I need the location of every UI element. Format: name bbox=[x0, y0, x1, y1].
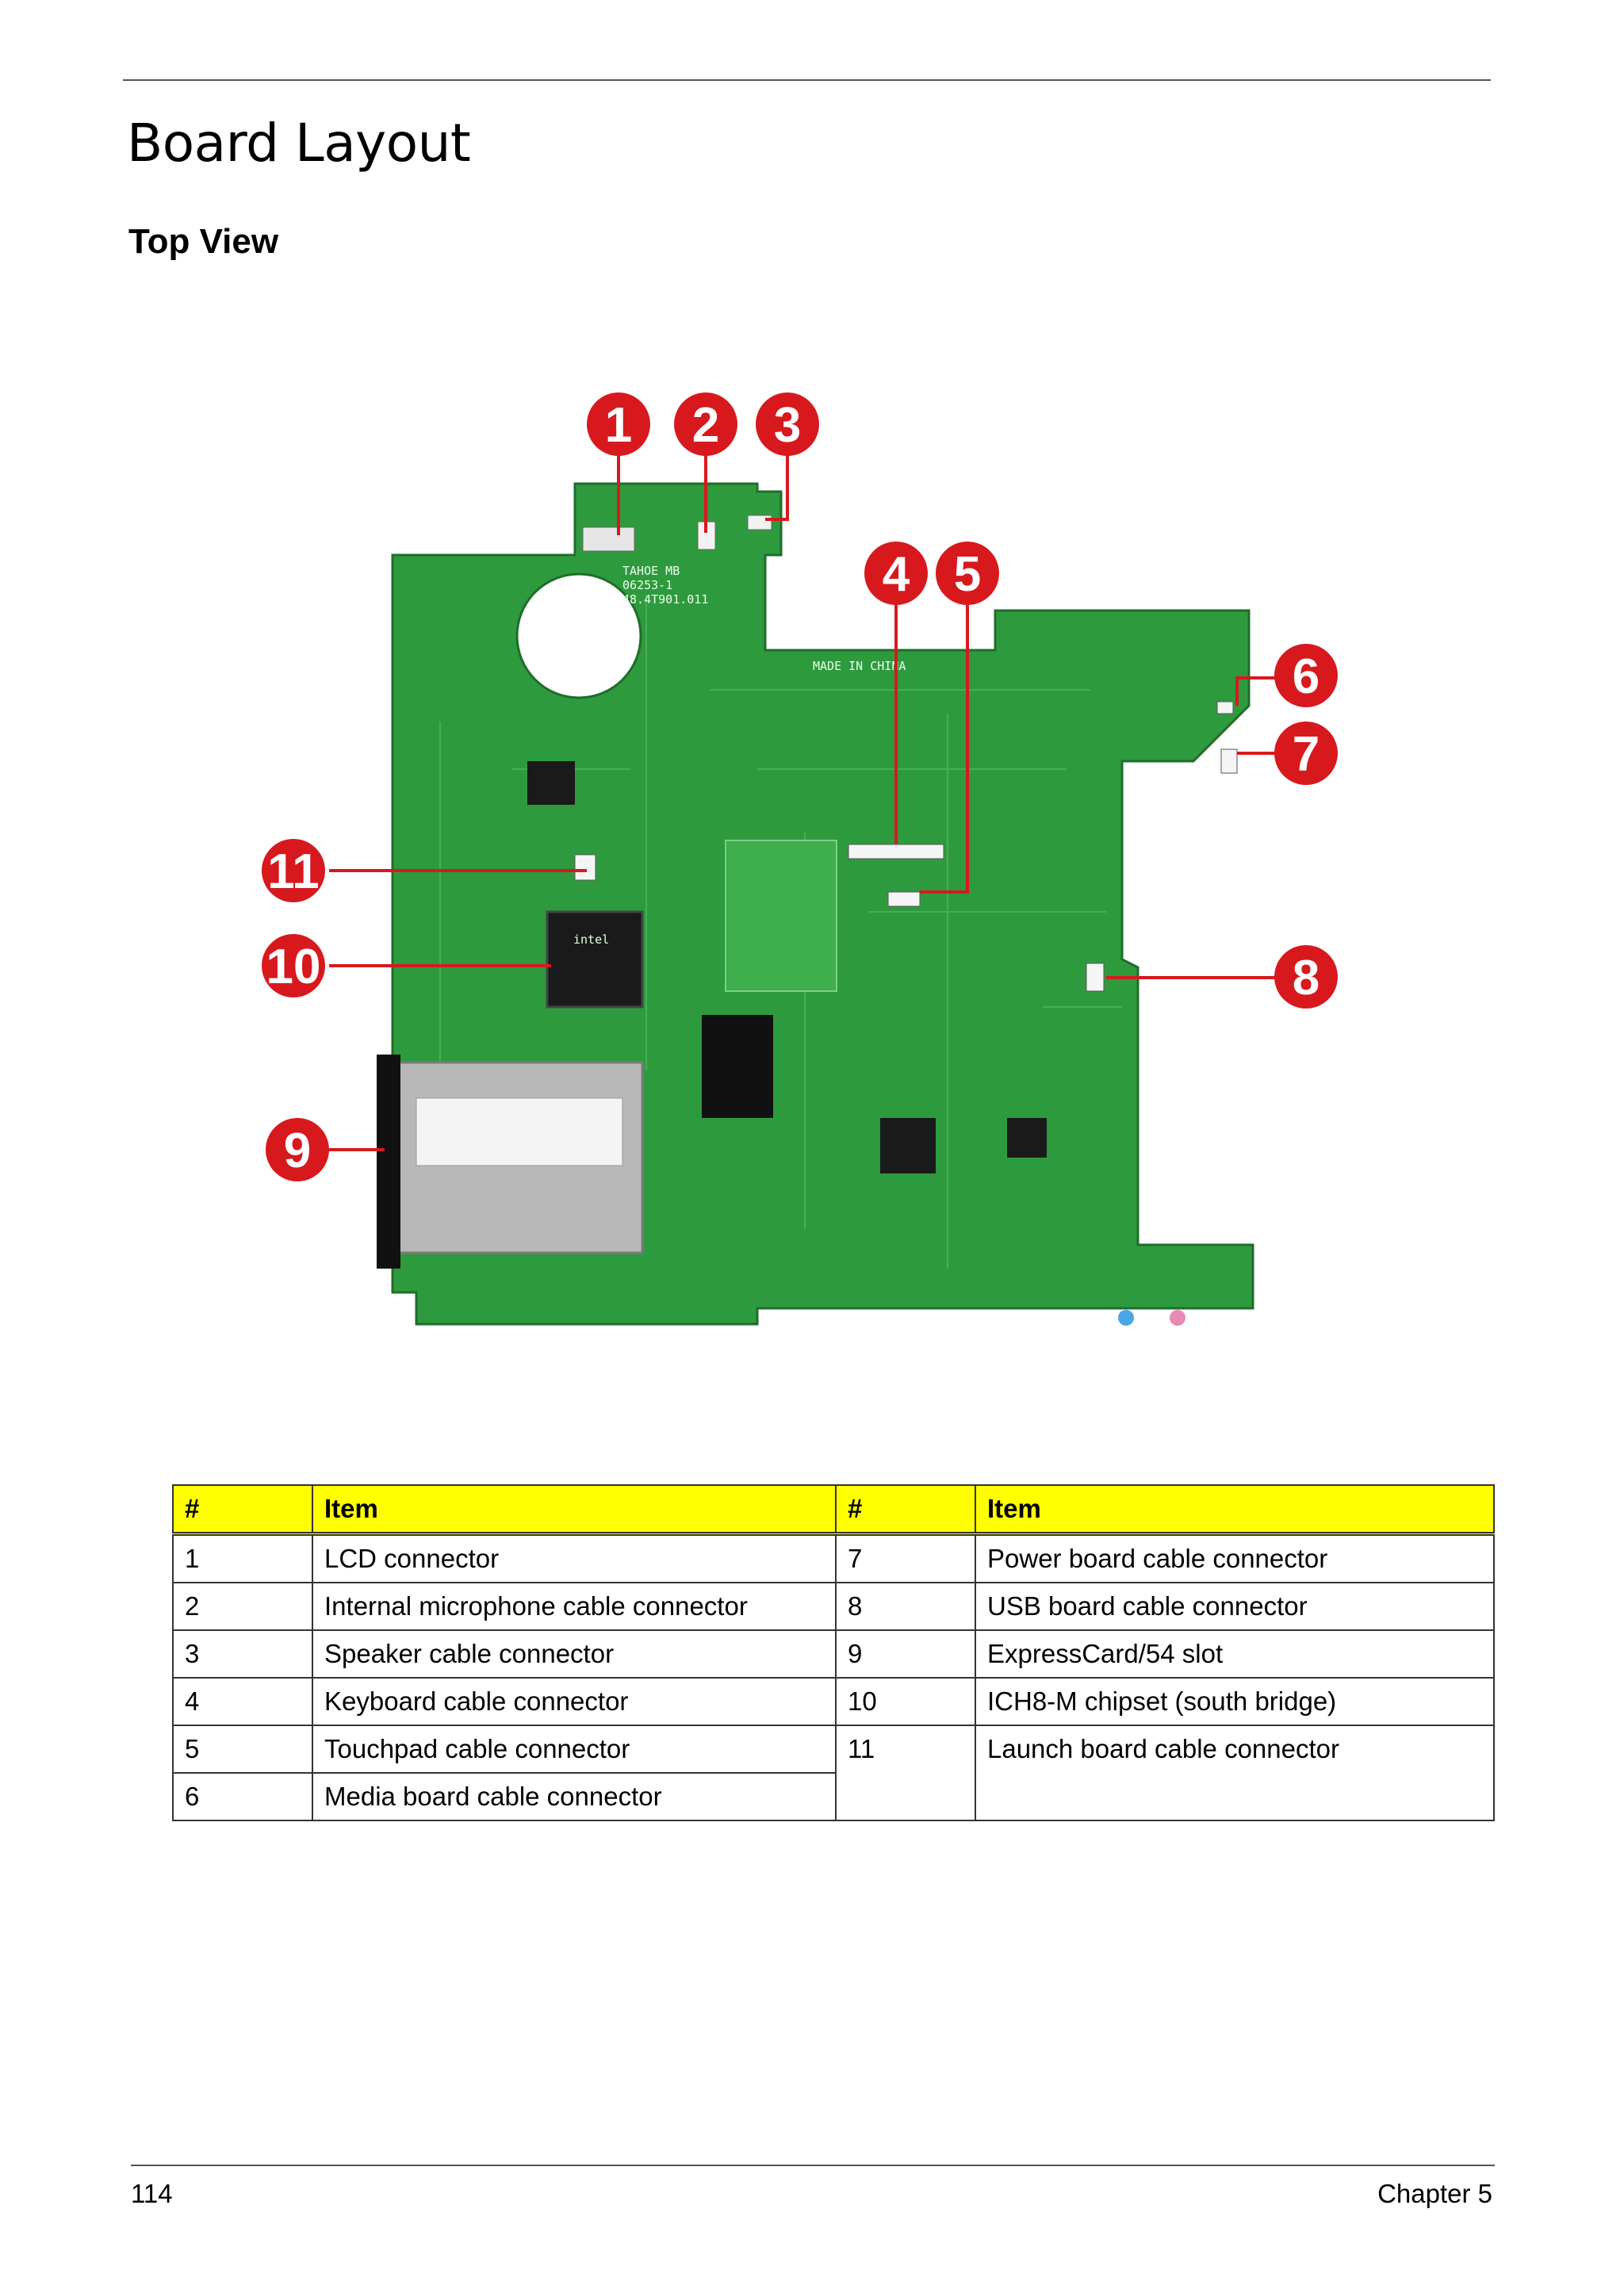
svg-text:8: 8 bbox=[1293, 951, 1320, 1005]
table-cell-item: ICH8-M chipset (south bridge) bbox=[975, 1677, 1495, 1726]
lcd-connector bbox=[582, 526, 635, 552]
callout-4: 4 bbox=[864, 542, 928, 605]
board-marking-origin: MADE IN CHINA bbox=[813, 659, 906, 673]
chapter-label: Chapter 5 bbox=[1377, 2179, 1492, 2208]
table-cell-number: 4 bbox=[172, 1677, 313, 1726]
memory-socket-area bbox=[725, 840, 837, 992]
motherboard-illustration: intel TAHOE MB 06253-1 48.4T901.011 MADE… bbox=[262, 392, 1338, 1326]
table-row: 1 LCD connector 7 Power board cable conn… bbox=[172, 1533, 1495, 1583]
ic-chip bbox=[527, 761, 575, 805]
table-row: 6 Media board cable connector bbox=[172, 1772, 1494, 1821]
svg-text:10: 10 bbox=[266, 940, 321, 994]
table-cell-item: ExpressCard/54 slot bbox=[975, 1629, 1495, 1679]
table-cell-item: Internal microphone cable connector bbox=[312, 1582, 837, 1631]
callout-6: 6 bbox=[1274, 644, 1338, 707]
chip-brand-marking: intel bbox=[573, 932, 609, 947]
svg-text:1: 1 bbox=[605, 398, 632, 453]
callout-10: 10 bbox=[262, 934, 325, 997]
media-connector bbox=[1216, 701, 1234, 714]
table-row: 5 Touchpad cable connector 11 Launch boa… bbox=[172, 1725, 1495, 1821]
callout-5: 5 bbox=[936, 542, 999, 605]
page-number: 114 bbox=[131, 2179, 173, 2208]
bottom-rule bbox=[131, 2165, 1495, 2166]
section-title: Top View bbox=[128, 222, 279, 261]
power-connector bbox=[1220, 748, 1238, 774]
usb-connector bbox=[1086, 963, 1105, 992]
callout-9: 9 bbox=[266, 1118, 329, 1181]
callout-leaders bbox=[329, 448, 1279, 1151]
audio-jack-icon bbox=[1170, 1310, 1185, 1326]
svg-text:2: 2 bbox=[692, 398, 719, 453]
table-cell-number: 8 bbox=[835, 1582, 976, 1631]
svg-text:7: 7 bbox=[1293, 727, 1320, 782]
table-cell-number: 5 bbox=[172, 1725, 313, 1774]
expresscard-label bbox=[416, 1097, 623, 1166]
table-header: Item bbox=[312, 1484, 837, 1536]
launch-connector bbox=[574, 854, 596, 881]
keyboard-connector bbox=[848, 844, 944, 859]
svg-text:4: 4 bbox=[883, 547, 910, 602]
speaker-connector bbox=[747, 515, 772, 530]
svg-text:3: 3 bbox=[774, 398, 801, 453]
table-cell-number: 7 bbox=[835, 1533, 976, 1583]
table-header-row: # Item # Item bbox=[172, 1484, 1495, 1536]
table-cell-item: Power board cable connector bbox=[975, 1533, 1495, 1583]
table-cell-item: Keyboard cable connector bbox=[312, 1677, 837, 1726]
table-cell-number: 1 bbox=[172, 1533, 313, 1583]
board-marking-model: TAHOE MB bbox=[622, 564, 680, 578]
svg-text:6: 6 bbox=[1293, 649, 1320, 704]
heat-pad bbox=[702, 1015, 773, 1118]
motherboard-figure: intel TAHOE MB 06253-1 48.4T901.011 MADE… bbox=[155, 357, 1471, 1395]
table-cell-number: 6 bbox=[172, 1772, 313, 1821]
page-title: Board Layout bbox=[127, 113, 471, 174]
ic-chip bbox=[880, 1118, 936, 1173]
ic-chip bbox=[1007, 1118, 1047, 1158]
pcb-traces bbox=[439, 595, 1122, 1269]
callout-7: 7 bbox=[1274, 722, 1338, 785]
svg-text:5: 5 bbox=[954, 547, 981, 602]
board-marking-part: 48.4T901.011 bbox=[622, 592, 708, 607]
component-table: # Item # Item 1 LCD connector 7 Power bo… bbox=[172, 1484, 1495, 1821]
table-cell-number: 2 bbox=[172, 1582, 313, 1631]
table-cell-item: Touchpad cable connector bbox=[312, 1725, 837, 1774]
board-marking-number: 06253-1 bbox=[622, 578, 672, 592]
cooling-hole bbox=[515, 572, 642, 699]
callout-8: 8 bbox=[1274, 945, 1338, 1009]
table-cell-number: 9 bbox=[835, 1629, 976, 1679]
table-cell-item: Launch board cable connector bbox=[975, 1725, 1495, 1821]
ich8m-chipset bbox=[546, 910, 644, 1009]
table-header: # bbox=[835, 1484, 976, 1536]
table-cell-item: USB board cable connector bbox=[975, 1582, 1495, 1631]
table-cell-item: Speaker cable connector bbox=[312, 1629, 837, 1679]
table-header: # bbox=[172, 1484, 313, 1536]
callout-2: 2 bbox=[674, 392, 737, 456]
table-row: 2 Internal microphone cable connector 8 … bbox=[172, 1582, 1495, 1631]
top-rule bbox=[123, 79, 1491, 81]
callout-3: 3 bbox=[756, 392, 819, 456]
callout-11: 11 bbox=[262, 839, 325, 902]
table-cell-item: LCD connector bbox=[312, 1533, 837, 1583]
table-cell-item: Media board cable connector bbox=[312, 1772, 837, 1821]
table-row: 4 Keyboard cable connector 10 ICH8-M chi… bbox=[172, 1677, 1495, 1726]
table-cell-number: 3 bbox=[172, 1629, 313, 1679]
audio-jack-icon bbox=[1118, 1310, 1134, 1326]
callout-1: 1 bbox=[587, 392, 650, 456]
touchpad-connector bbox=[887, 891, 921, 907]
svg-text:9: 9 bbox=[284, 1124, 311, 1178]
slot-rail bbox=[377, 1055, 400, 1269]
table-cell-number: 10 bbox=[835, 1677, 976, 1726]
svg-text:11: 11 bbox=[267, 844, 320, 899]
table-cell-number: 11 bbox=[835, 1725, 976, 1821]
table-row: 3 Speaker cable connector 9 ExpressCard/… bbox=[172, 1629, 1495, 1679]
table-header: Item bbox=[975, 1484, 1495, 1536]
